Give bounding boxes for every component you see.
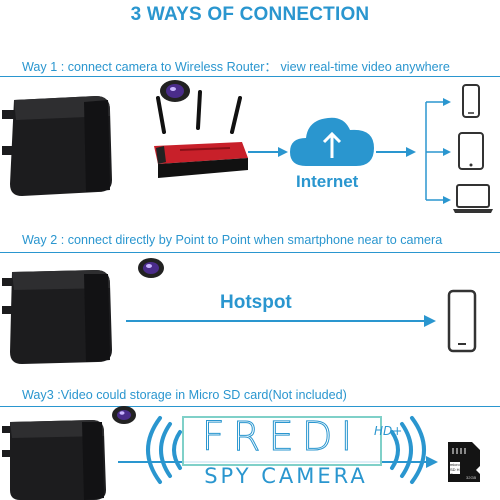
camera-charger-1 [2,96,112,196]
micro-sd-card-icon [448,442,480,482]
hd-badge: HD+ [374,424,403,438]
way1-divider [0,76,500,77]
smartphone-icon [462,84,480,118]
way3-description: Way3 :Video could storage in Micro SD ca… [22,388,347,402]
brand-logo: FREDI [201,414,361,461]
tablet-icon [458,132,484,170]
cloud-icon [290,117,374,166]
arrow-camera-to-phone [126,315,436,327]
laptop-icon [453,184,493,213]
brand-logo-box [182,416,382,466]
signal-waves-left-icon [146,416,182,484]
way1-description: Way 1 : connect camera to Wireless Route… [22,60,450,74]
brand-subtitle: SPY CAMERA [204,464,368,488]
sd-card-label: micro SD HC [450,462,460,477]
camera-lens-1 [160,80,190,102]
wireless-router [154,90,248,178]
way3-divider [0,406,500,407]
camera-lens-3 [112,406,136,424]
signal-waves-right-icon [390,416,426,484]
smartphone-icon-2 [447,289,477,353]
devices-bracket [425,98,451,204]
sd-card-capacity: 32GB [466,475,477,480]
camera-charger-3 [2,420,106,500]
camera-charger-2 [2,270,112,364]
arrow-router-to-cloud [248,147,288,157]
hotspot-label: Hotspot [220,292,292,313]
page-title: 3 WAYS OF CONNECTION [130,4,370,25]
arrow-cloud-to-devices [376,147,416,157]
way2-divider [0,252,500,253]
camera-lens-2 [138,258,164,278]
way2-description: Way 2 : connect directly by Point to Poi… [22,233,443,247]
internet-label: Internet [296,172,359,191]
